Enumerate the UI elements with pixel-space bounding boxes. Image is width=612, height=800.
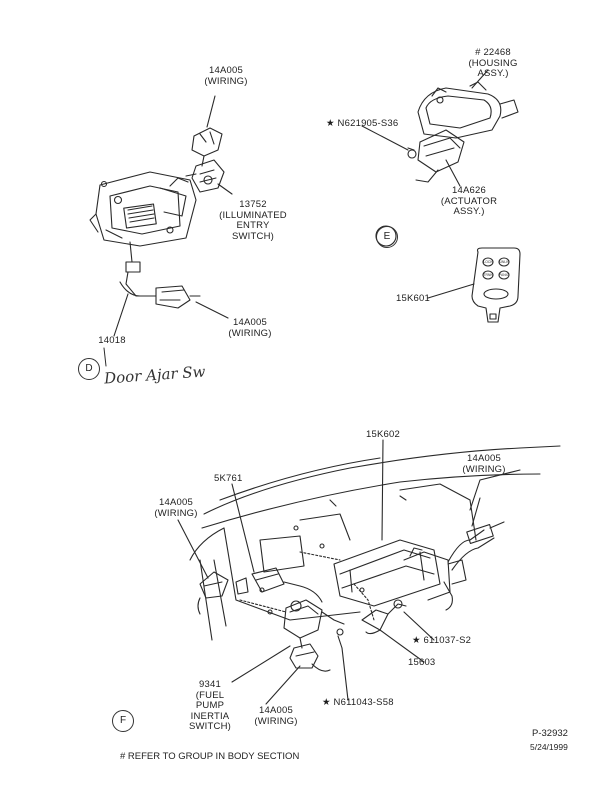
label-e-15k601: 15K601: [396, 293, 430, 304]
fuel-pump-inertia-switch: [283, 599, 345, 672]
label-d-14018: 14018: [98, 335, 126, 346]
wiring-harness-left: [197, 571, 229, 615]
wiring-harness-right: [443, 521, 505, 611]
section-d-marker: D: [78, 358, 100, 380]
label-f-14a005-left: 14A005(WIRING): [154, 497, 198, 519]
illuminated-entry-switch: [185, 127, 225, 193]
section-f-marker: F: [112, 710, 134, 732]
label-f-5k761: 5K761: [214, 473, 243, 484]
label-e-n621905: ★ N621905-S36: [326, 118, 399, 129]
remote-unlock-label: UNLK: [499, 260, 509, 264]
remote-panic-label: PANIC: [499, 273, 510, 277]
label-f-n611043: ★ N611043-S58: [322, 697, 394, 708]
label-f-15603: 15603: [408, 657, 436, 668]
drawing-number: P-32932: [532, 728, 568, 739]
remote-trunk-label: TRNK: [483, 273, 493, 277]
trunk-body-panel: [189, 445, 561, 641]
section-e-marker: E: [376, 226, 398, 248]
actuator-assembly: [407, 129, 465, 183]
remote-module-15k602: [333, 539, 467, 607]
remote-lock-label: LOCK: [483, 260, 493, 264]
label-f-611037: ★ 611037-S2: [412, 635, 472, 646]
drawing-date: 5/24/1999: [530, 742, 568, 752]
label-f-14a005-right: 14A005(WIRING): [462, 453, 506, 475]
label-f-14a005-bottom: 14A005(WIRING): [254, 705, 298, 727]
footer-note: # REFER TO GROUP IN BODY SECTION: [120, 751, 300, 762]
label-f-15k602: 15K602: [366, 429, 400, 440]
label-d-14a005-top: 14A005(WIRING): [204, 65, 248, 87]
door-ajar-switch: [119, 241, 201, 309]
keyless-remote: [471, 247, 521, 323]
label-d-14a005-bottom: 14A005(WIRING): [228, 317, 272, 339]
connector-5k761: [235, 567, 323, 603]
wiring-15603: [361, 599, 407, 635]
door-latch-assembly: [89, 171, 197, 247]
